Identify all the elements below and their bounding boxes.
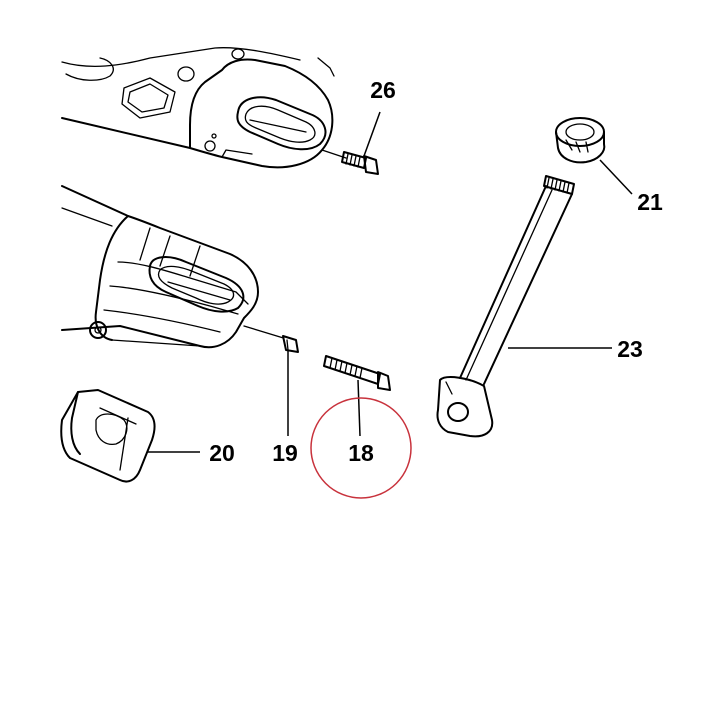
bushing-20 [60,389,156,483]
part-label-18: 18 [348,440,374,466]
leader-lines [148,111,633,453]
lower-bracket [61,185,259,349]
assembly-centerline [243,325,291,341]
bolt-18 [323,355,391,391]
axle-23 [436,175,575,438]
cap-nut-21 [555,117,606,164]
part-label-19: 19 [272,440,298,466]
part-label-21: 21 [637,189,663,215]
leader-26 [363,111,381,157]
sleeve-19 [282,335,299,353]
upper-bracket [61,47,335,169]
part-label-26: 26 [370,77,396,103]
part-label-20: 20 [209,440,235,466]
part-label-23: 23 [617,336,643,362]
leader-21 [599,159,633,195]
leader-18 [357,379,361,437]
highlight-circle [310,397,412,499]
bolt-26 [321,149,379,175]
